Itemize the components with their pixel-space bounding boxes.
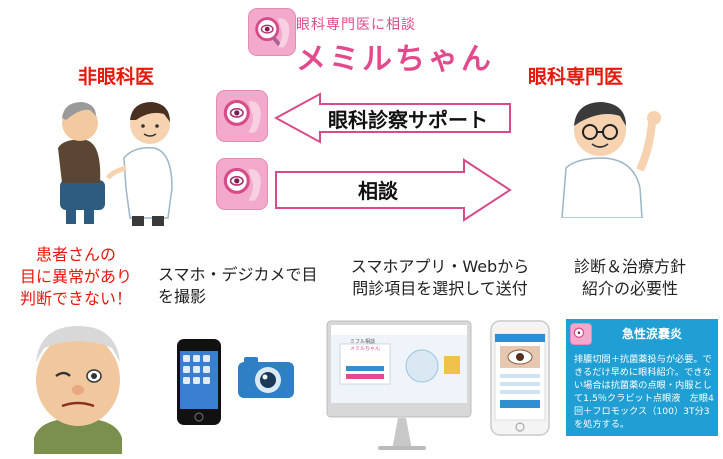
camera-illustration bbox=[236, 354, 296, 400]
photo-step-text: スマホ・デジカメで目 を撮影 bbox=[158, 264, 334, 308]
patient-problem-line-1: 患者さんの bbox=[35, 245, 116, 264]
elderly-patient-illustration bbox=[20, 318, 136, 454]
patient-problem-text: 患者さんの 目に異常があり 判断できない！ bbox=[6, 244, 146, 310]
app-icon-bottom bbox=[216, 158, 268, 210]
magnifier-eye-icon bbox=[255, 17, 290, 48]
select-step-line-1: スマホアプリ・Webから bbox=[350, 257, 530, 276]
doctor-patient-illustration bbox=[50, 88, 200, 228]
screen-logo-line-1: ミフル相談 bbox=[350, 339, 376, 345]
photo-step-line-1: スマホ・デジカメで目 bbox=[158, 265, 318, 284]
diagnosis-step-text: 診断＆治療方針 紹介の必要性 bbox=[560, 256, 700, 300]
diagnosis-step-line-1: 診断＆治療方針 bbox=[573, 257, 686, 276]
select-step-text: スマホアプリ・Webから 問診項目を選択して送付 bbox=[332, 256, 548, 300]
ophthalmologist-illustration bbox=[548, 88, 668, 219]
desktop-monitor: ミフル相談 メミルちゃん bbox=[326, 320, 472, 450]
card-title: 急性涙嚢炎 bbox=[622, 327, 683, 341]
diagnosis-result-card: 急性涙嚢炎 排膿切開＋抗菌薬投与が必要。できるだけ早めに眼科紹介。できない場合は… bbox=[566, 319, 718, 436]
app-icon-top bbox=[216, 90, 268, 142]
brand-subtitle: 眼科専門医に相談 bbox=[296, 17, 416, 33]
patient-problem-line-3: 判断できない！ bbox=[19, 289, 132, 308]
patient-problem-line-2: 目に異常があり bbox=[19, 267, 132, 286]
select-step-line-2: 問診項目を選択して送付 bbox=[352, 279, 528, 298]
smartphone-illustration bbox=[176, 338, 222, 426]
consult-arrow-label: 相談 bbox=[358, 179, 398, 203]
ophthalmologist-heading: 眼科専門医 bbox=[528, 66, 624, 88]
non-ophthalmologist-heading: 非眼科医 bbox=[78, 66, 155, 88]
screen-logo-line-2: メミルちゃん bbox=[350, 346, 381, 352]
camera-icon bbox=[238, 357, 294, 398]
consult-arrow-right bbox=[275, 158, 512, 222]
card-app-icon bbox=[570, 323, 592, 345]
phone-app-illustration bbox=[490, 320, 550, 436]
card-body: 排膿切開＋抗菌薬投与が必要。できるだけ早めに眼科紹介。できない場合は抗菌薬の点眼… bbox=[574, 354, 714, 430]
app-logo-icon bbox=[248, 8, 296, 56]
photo-step-line-2: を撮影 bbox=[158, 287, 207, 306]
support-arrow-left bbox=[274, 92, 511, 144]
diagnosis-step-line-2: 紹介の必要性 bbox=[581, 279, 678, 298]
support-arrow-label: 眼科診察サポート bbox=[328, 108, 488, 132]
brand-title: メミルちゃん bbox=[296, 42, 494, 77]
